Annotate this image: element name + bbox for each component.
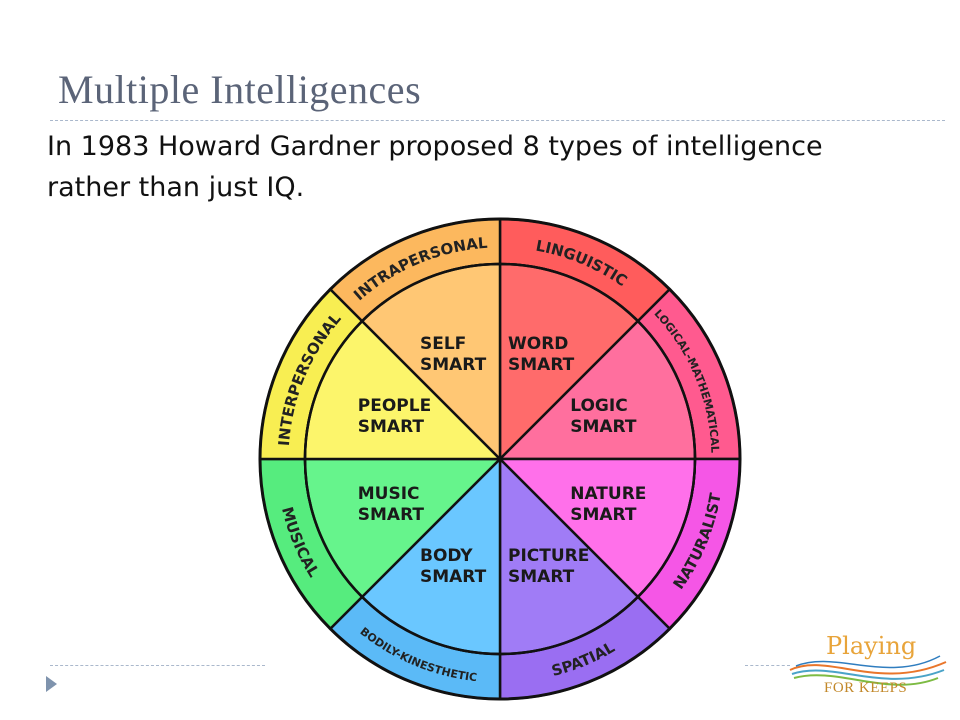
slide-body-text: In 1983 Howard Gardner proposed 8 types … — [47, 126, 937, 208]
inner-circle-border — [303, 262, 697, 656]
logo-name: Playing — [826, 632, 917, 660]
footer-divider-right — [745, 665, 790, 666]
intelligences-wheel: LINGUISTICLOGICAL-MATHEMATICALNATURALIST… — [258, 217, 742, 701]
slide-title: Multiple Intelligences — [58, 67, 422, 112]
title-divider — [50, 120, 945, 121]
outer-circle-border — [258, 217, 742, 701]
logo-tagline: FOR KEEPS — [824, 680, 908, 696]
playing-for-keeps-logo: Playing FOR KEEPS — [788, 632, 948, 712]
body-line-1: In 1983 Howard Gardner proposed 8 types … — [47, 131, 823, 162]
logo-swoosh-icon — [789, 655, 947, 686]
footer-divider-left — [50, 665, 265, 666]
slide-bullet-icon — [46, 676, 57, 692]
body-line-2: rather than just IQ. — [47, 172, 305, 203]
